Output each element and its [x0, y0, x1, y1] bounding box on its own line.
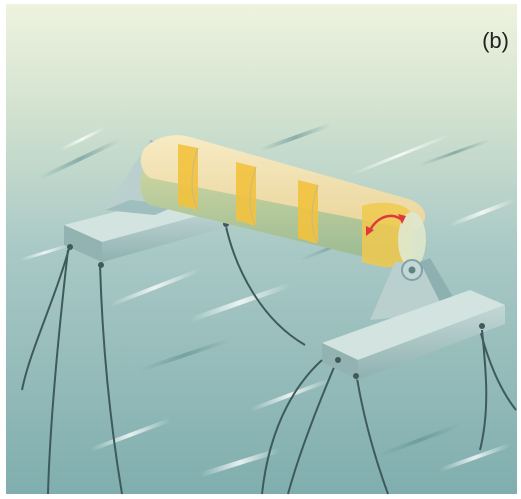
panel-label: (b): [482, 28, 509, 54]
